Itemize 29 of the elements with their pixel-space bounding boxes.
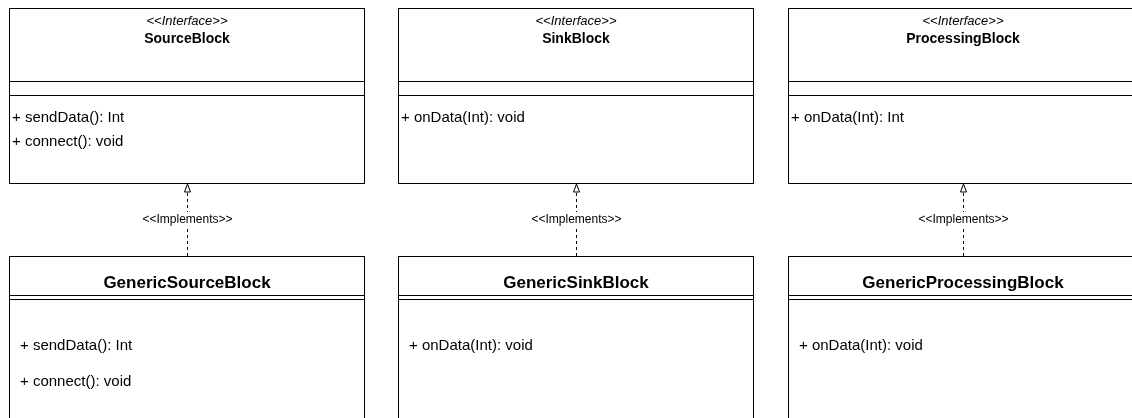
interface-class-box <box>9 8 365 184</box>
class-name: GenericSinkBlock <box>502 273 650 293</box>
method-text: + sendData(): Int <box>20 336 133 354</box>
realization-arrow <box>960 183 967 257</box>
edge-label: <<Implements>> <box>141 212 234 226</box>
edge-label: <<Implements>> <box>530 212 623 226</box>
stereotype-label: <<Interface>> <box>921 14 1005 29</box>
stereotype-label: <<Interface>> <box>534 14 618 29</box>
interface-class-box <box>788 8 1132 184</box>
method-text: + onData(Int): Int <box>791 108 904 126</box>
method-text: + connect(): void <box>20 372 132 390</box>
class-name: ProcessingBlock <box>905 30 1021 47</box>
class-name: SourceBlock <box>143 30 231 47</box>
class-box <box>398 256 754 418</box>
class-name: GenericProcessingBlock <box>861 273 1065 293</box>
class-box <box>788 256 1132 418</box>
stereotype-label: <<Interface>> <box>145 14 229 29</box>
method-text: + onData(Int): void <box>799 336 923 354</box>
method-text: + onData(Int): void <box>409 336 533 354</box>
class-box <box>9 256 365 418</box>
realization-arrow <box>184 183 191 257</box>
class-name: GenericSourceBlock <box>102 273 272 293</box>
interface-class-box <box>398 8 754 184</box>
method-text: + onData(Int): void <box>401 108 525 126</box>
method-text: + sendData(): Int <box>12 108 125 126</box>
class-name: SinkBlock <box>541 30 611 47</box>
realization-arrow <box>573 183 580 257</box>
edge-label: <<Implements>> <box>917 212 1010 226</box>
method-text: + connect(): void <box>12 132 124 150</box>
